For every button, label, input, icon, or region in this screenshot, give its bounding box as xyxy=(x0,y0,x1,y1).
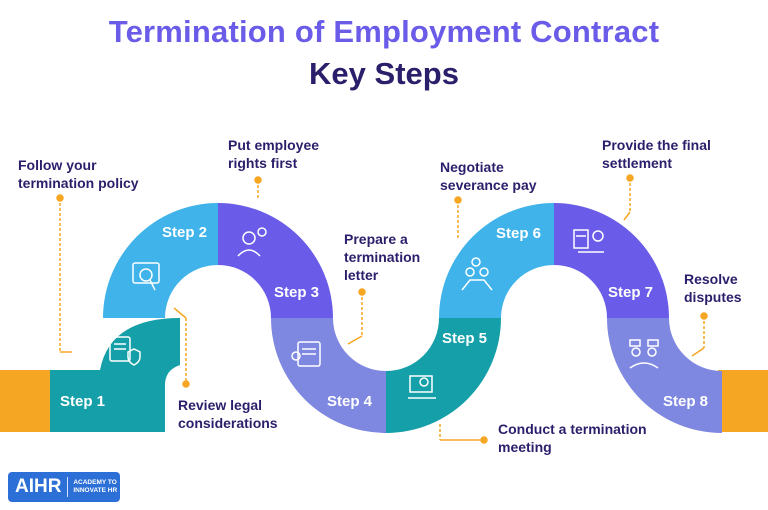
step-4-description: Prepare a termination letter xyxy=(344,231,421,283)
meeting-icon xyxy=(408,375,436,399)
step-3-label: Step 3 xyxy=(274,284,319,301)
step-5-description: Conduct a termination meeting xyxy=(498,421,647,455)
step-8-label: Step 8 xyxy=(663,393,708,410)
negotiation-icon xyxy=(461,257,493,291)
step-4-label: Step 4 xyxy=(327,393,373,410)
step-5-label: Step 5 xyxy=(442,330,487,347)
aihr-logo: AIHR ACADEMY TO INNOVATE HR xyxy=(8,472,120,502)
step-1-description: Follow your termination policy xyxy=(18,157,139,191)
step-2-description: Review legal considerations xyxy=(178,397,278,431)
step-7-segment xyxy=(554,203,669,318)
step-7-description: Provide the final settlement xyxy=(602,137,711,171)
letter-gear-icon xyxy=(291,341,321,367)
step-2-segment xyxy=(103,203,218,318)
logo-name: AIHR xyxy=(15,476,62,497)
settlement-icon xyxy=(573,229,604,253)
step-4-segment xyxy=(271,318,386,433)
step-1-label: Step 1 xyxy=(60,393,105,410)
dispute-resolution-icon xyxy=(629,339,659,369)
step-7-label: Step 7 xyxy=(608,284,653,301)
step-1-segment xyxy=(50,318,180,432)
step-3-description: Put employee rights first xyxy=(228,137,320,171)
employee-gear-icon xyxy=(237,227,267,257)
end-connector xyxy=(718,370,768,432)
policy-document-shield-icon xyxy=(109,336,141,366)
step-8-segment xyxy=(607,318,722,433)
legal-document-magnifier-icon xyxy=(132,262,160,291)
step-8-description: Resolve disputes xyxy=(684,271,742,305)
step-6-description: Negotiate severance pay xyxy=(440,159,537,193)
logo-tagline: ACADEMY TO INNOVATE HR xyxy=(73,479,118,494)
step-6-label: Step 6 xyxy=(496,225,541,242)
step-6-segment xyxy=(439,203,554,318)
page-title: Termination of Employment Contract xyxy=(108,14,660,49)
leader-lines xyxy=(56,174,708,444)
step-2-label: Step 2 xyxy=(162,224,207,241)
step-5-segment xyxy=(386,318,501,433)
logo-divider xyxy=(67,477,69,497)
start-connector xyxy=(0,370,50,432)
page-subtitle: Key Steps xyxy=(309,56,459,91)
